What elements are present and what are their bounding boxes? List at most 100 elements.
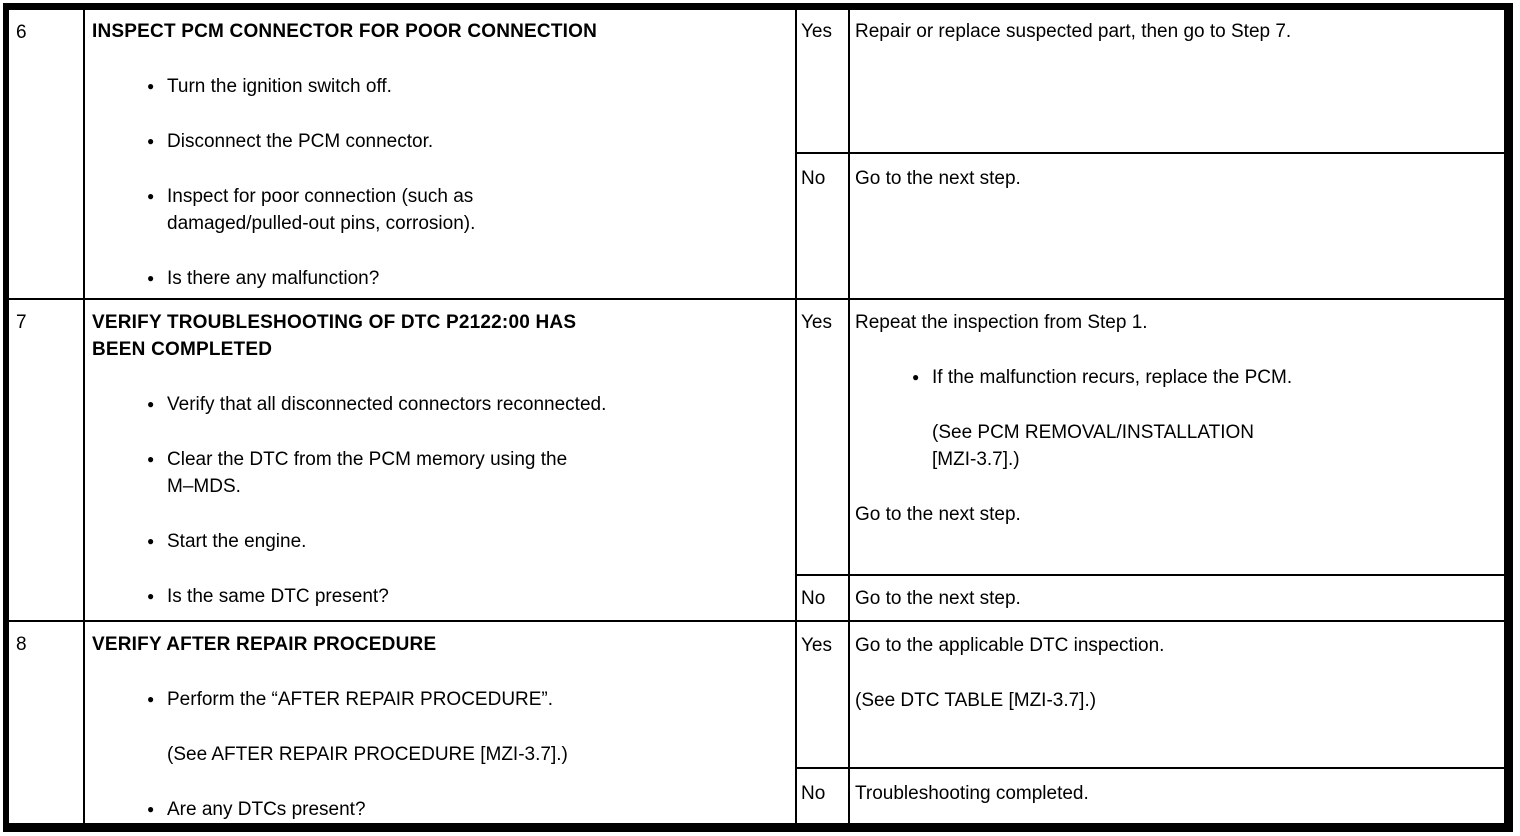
yes-label-cell: Yes bbox=[797, 10, 850, 152]
text-line: Inspect for poor connection (such as bbox=[167, 186, 474, 207]
bullet-text: Are any DTCs present? bbox=[167, 796, 366, 823]
text-line: Go to the next step. bbox=[855, 504, 1021, 525]
action-paragraph: Go to the next step. bbox=[855, 165, 1496, 192]
text-line: Perform the “AFTER REPAIR PROCEDURE”. bbox=[167, 689, 554, 710]
no-label: No bbox=[801, 168, 826, 189]
inspection-cell: VERIFY TROUBLESHOOTING OF DTC P2122:00 H… bbox=[85, 300, 797, 620]
text-line: Repeat the inspection from Step 1. bbox=[855, 312, 1148, 333]
text-line: Start the engine. bbox=[167, 531, 307, 552]
reference-note: (See PCM REMOVAL/INSTALLATION [MZI-3.7].… bbox=[932, 419, 1496, 473]
table-row-step-7: 7 VERIFY TROUBLESHOOTING OF DTC P2122:00… bbox=[9, 298, 1504, 620]
yes-action-cell: Repair or replace suspected part, then g… bbox=[850, 10, 1504, 152]
bullet-icon: ● bbox=[147, 134, 155, 148]
text-line: (See DTC TABLE [MZI-3.7].) bbox=[855, 690, 1097, 711]
bullet-icon: ● bbox=[147, 271, 155, 285]
bullet-item: ● Clear the DTC from the PCM memory usin… bbox=[92, 446, 787, 500]
text-line: (See PCM REMOVAL/INSTALLATION bbox=[932, 422, 1255, 443]
no-result-row: No Go to the next step. bbox=[797, 154, 1504, 298]
troubleshooting-table: 6 INSPECT PCM CONNECTOR FOR POOR CONNECT… bbox=[3, 3, 1513, 832]
title-line: VERIFY TROUBLESHOOTING OF DTC P2122:00 H… bbox=[92, 312, 577, 333]
bullet-text: If the malfunction recurs, replace the P… bbox=[932, 364, 1292, 391]
bullet-item: ● Verify that all disconnected connector… bbox=[92, 391, 787, 418]
bullet-icon: ● bbox=[147, 79, 155, 93]
text-line: Go to the next step. bbox=[855, 588, 1021, 609]
bullet-item: ● Turn the ignition switch off. bbox=[92, 73, 787, 100]
inspection-title: INSPECT PCM CONNECTOR FOR POOR CONNECTIO… bbox=[92, 18, 787, 45]
title-line: INSPECT PCM CONNECTOR FOR POOR CONNECTIO… bbox=[92, 21, 598, 42]
step-number: 6 bbox=[16, 22, 27, 43]
text-line: Clear the DTC from the PCM memory using … bbox=[167, 449, 568, 470]
reference-note: (See DTC TABLE [MZI-3.7].) bbox=[855, 687, 1496, 714]
step-number-cell: 6 bbox=[9, 10, 85, 298]
bullet-icon: ● bbox=[147, 802, 155, 816]
no-action-cell: Go to the next step. bbox=[850, 576, 1504, 620]
no-label: No bbox=[801, 783, 826, 804]
bullet-text: Verify that all disconnected connectors … bbox=[167, 391, 606, 418]
yes-label: Yes bbox=[801, 21, 832, 42]
text-line: M–MDS. bbox=[167, 476, 241, 497]
text-line: damaged/pulled-out pins, corrosion). bbox=[167, 213, 476, 234]
text-line: [MZI-3.7].) bbox=[932, 449, 1020, 470]
bullet-item: ● Is the same DTC present? bbox=[92, 583, 787, 610]
text-line: Verify that all disconnected connectors … bbox=[167, 394, 607, 415]
bullet-item: ● Perform the “AFTER REPAIR PROCEDURE”. bbox=[92, 686, 787, 713]
inspection-cell: INSPECT PCM CONNECTOR FOR POOR CONNECTIO… bbox=[85, 10, 797, 298]
no-action-cell: Go to the next step. bbox=[850, 154, 1504, 298]
bullet-icon: ● bbox=[912, 370, 920, 384]
action-paragraph: Go to the next step. bbox=[855, 501, 1496, 528]
text-line: Disconnect the PCM connector. bbox=[167, 131, 434, 152]
table-row-step-6: 6 INSPECT PCM CONNECTOR FOR POOR CONNECT… bbox=[9, 10, 1504, 298]
bullet-icon: ● bbox=[147, 534, 155, 548]
no-label: No bbox=[801, 588, 826, 609]
yes-result-row: Yes Repeat the inspection from Step 1. ●… bbox=[797, 300, 1504, 576]
bullet-item: ● Are any DTCs present? bbox=[92, 796, 787, 823]
text-line: Troubleshooting completed. bbox=[855, 783, 1089, 804]
step-number-cell: 7 bbox=[9, 300, 85, 620]
action-paragraph: Go to the applicable DTC inspection. bbox=[855, 632, 1496, 659]
text-line: Go to the applicable DTC inspection. bbox=[855, 635, 1165, 656]
bullet-item: ● Start the engine. bbox=[92, 528, 787, 555]
no-label-cell: No bbox=[797, 769, 850, 823]
bullet-icon: ● bbox=[147, 189, 155, 203]
bullet-icon: ● bbox=[147, 452, 155, 466]
text-line: Is there any malfunction? bbox=[167, 268, 380, 289]
title-line: BEEN COMPLETED bbox=[92, 339, 273, 360]
text-line: (See AFTER REPAIR PROCEDURE [MZI-3.7].) bbox=[167, 744, 568, 765]
text-line: Repair or replace suspected part, then g… bbox=[855, 21, 1292, 42]
result-cell: Yes Repeat the inspection from Step 1. ●… bbox=[797, 300, 1504, 620]
bullet-text: Turn the ignition switch off. bbox=[167, 73, 392, 100]
no-result-row: No Troubleshooting completed. bbox=[797, 769, 1504, 823]
yes-label: Yes bbox=[801, 312, 832, 333]
bullet-item: ● Disconnect the PCM connector. bbox=[92, 128, 787, 155]
result-cell: Yes Repair or replace suspected part, th… bbox=[797, 10, 1504, 298]
bullet-text: Is there any malfunction? bbox=[167, 265, 379, 292]
yes-label-cell: Yes bbox=[797, 622, 850, 767]
yes-action-cell: Repeat the inspection from Step 1. ● If … bbox=[850, 300, 1504, 574]
no-label-cell: No bbox=[797, 154, 850, 298]
yes-result-row: Yes Go to the applicable DTC inspection.… bbox=[797, 622, 1504, 769]
bullet-item: ● Inspect for poor connection (such as d… bbox=[92, 183, 787, 237]
action-paragraph: Go to the next step. bbox=[855, 585, 1496, 612]
no-label-cell: No bbox=[797, 576, 850, 620]
no-result-row: No Go to the next step. bbox=[797, 576, 1504, 620]
reference-note: (See AFTER REPAIR PROCEDURE [MZI-3.7].) bbox=[167, 741, 787, 768]
bullet-icon: ● bbox=[147, 397, 155, 411]
yes-result-row: Yes Repair or replace suspected part, th… bbox=[797, 10, 1504, 154]
table-row-step-8: 8 VERIFY AFTER REPAIR PROCEDURE ● Perfor… bbox=[9, 620, 1504, 823]
yes-label: Yes bbox=[801, 635, 832, 656]
bullet-item: ● Is there any malfunction? bbox=[92, 265, 787, 292]
action-paragraph: Repair or replace suspected part, then g… bbox=[855, 18, 1496, 45]
step-number: 7 bbox=[16, 312, 27, 333]
step-number-cell: 8 bbox=[9, 622, 85, 823]
text-line: Is the same DTC present? bbox=[167, 586, 389, 607]
result-cell: Yes Go to the applicable DTC inspection.… bbox=[797, 622, 1504, 823]
action-paragraph: Troubleshooting completed. bbox=[855, 780, 1496, 807]
title-line: VERIFY AFTER REPAIR PROCEDURE bbox=[92, 634, 437, 655]
action-paragraph: Repeat the inspection from Step 1. bbox=[855, 309, 1496, 336]
bullet-text: Disconnect the PCM connector. bbox=[167, 128, 433, 155]
bullet-icon: ● bbox=[147, 692, 155, 706]
bullet-text: Start the engine. bbox=[167, 528, 306, 555]
text-line: Turn the ignition switch off. bbox=[167, 76, 392, 97]
text-line: If the malfunction recurs, replace the P… bbox=[932, 367, 1293, 388]
